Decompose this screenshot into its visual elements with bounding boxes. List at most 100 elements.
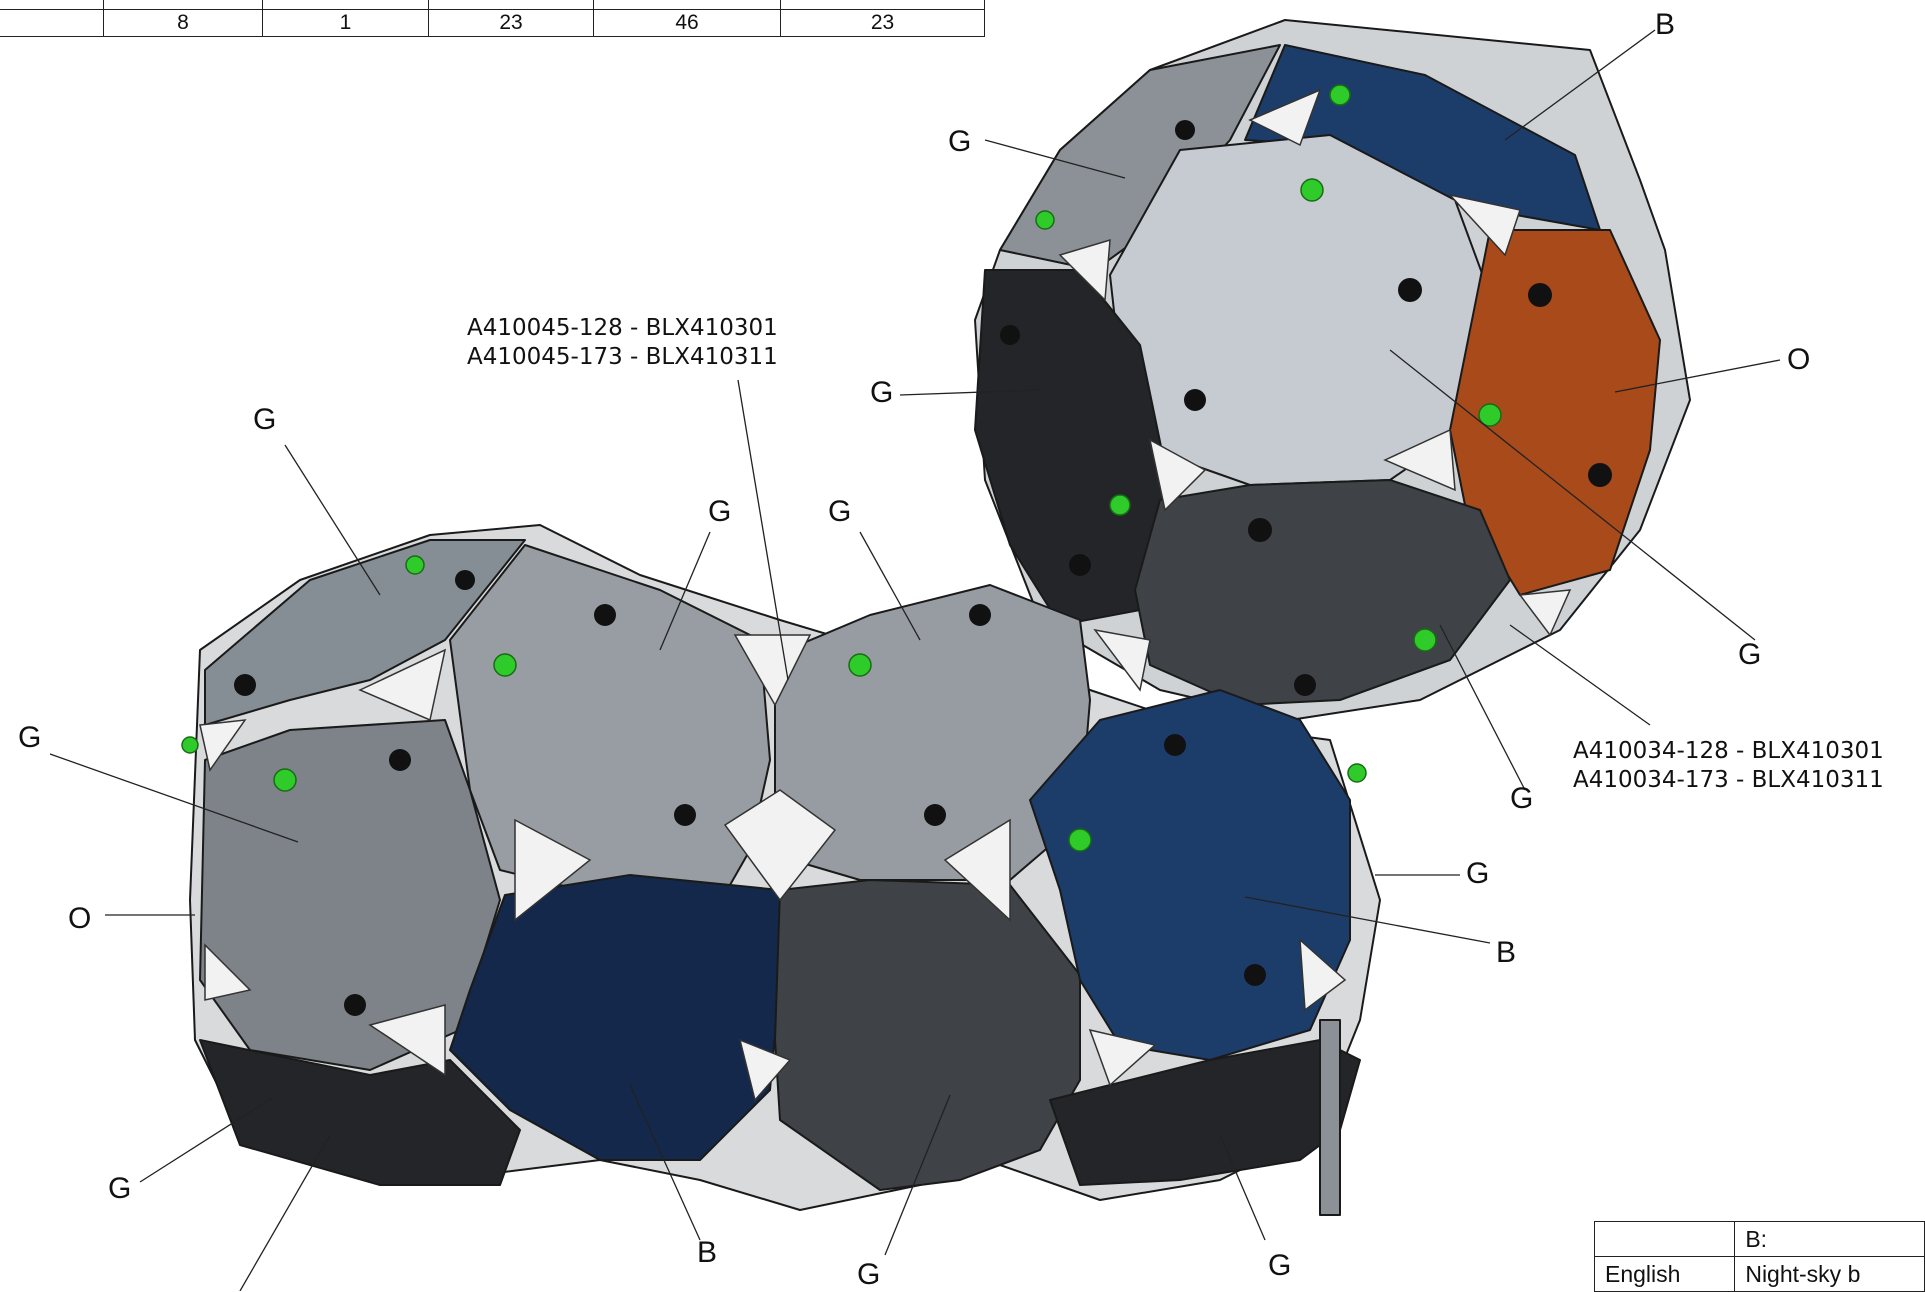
label-o: O [1787,343,1811,376]
leader-line [1509,624,1651,726]
label-g: G [108,1172,132,1205]
connector-plate [204,943,252,1001]
hold-black [389,749,411,771]
table-row: 8 1 23 46 23 [0,9,985,37]
label-g: G [948,125,972,158]
hold-black [1588,463,1612,487]
panel-ll-left [199,719,501,1071]
label-g: G [1738,638,1762,671]
connector-plate [1093,628,1151,692]
panel-upper-light [1109,134,1491,486]
hold-black [674,804,696,826]
hold-black [455,570,475,590]
table-cell: B: [1734,1221,1925,1257]
hold-green [1109,494,1131,516]
table-cell: Night-sky b [1734,1256,1925,1292]
connector-plate [1383,428,1456,492]
label-g: G [253,403,277,436]
panel-ll-grey-top [204,539,526,726]
label-g: G [1268,1249,1292,1282]
table-cell: English [1593,1256,1736,1292]
leader-line [1389,349,1756,641]
leader-line [239,1134,331,1291]
label-g: G [828,495,852,528]
table-cell: 46 [593,9,781,37]
table-cell: 23 [780,9,985,37]
part-number-line: A410034-173 - BLX410311 [1573,766,1884,793]
label-g: G [1466,857,1490,890]
hold-green [1347,763,1367,783]
connector-plate [1088,1028,1157,1087]
part-number-line: A410034-128 - BLX410301 [1573,738,1884,764]
hold-black [969,604,991,626]
leader-line [1219,1134,1266,1241]
panel-ll-darkgrey [774,879,1081,1191]
hold-black [1294,674,1316,696]
leader-line [1504,29,1656,141]
connector-plate [1518,589,1572,637]
hold-black [924,804,946,826]
hold-green [1329,84,1351,106]
label-g: G [857,1258,881,1291]
connector-plate [943,818,1011,922]
part-number-center: A410045-128 - BLX410301 A410045-173 - BL… [467,314,778,372]
connector-plate [514,818,592,922]
label-b: B [1496,936,1517,969]
hold-green [181,736,199,754]
hold-black [1528,283,1552,307]
hold-green [848,653,872,677]
leader-line [737,379,789,681]
hold-black [1184,389,1206,411]
part-number-line: A410045-128 - BLX410301 [467,315,778,341]
hold-green [1300,178,1324,202]
leader-line [984,139,1126,179]
hold-green [1035,210,1055,230]
hold-black [1175,120,1195,140]
connector-plate [368,1004,446,1077]
leader-line [139,1097,273,1183]
label-g: G [708,495,732,528]
leader-line [1614,359,1781,393]
leader-line [659,531,711,651]
connector-plate [733,634,812,707]
leader-line [899,389,1041,396]
hold-black [1069,554,1091,576]
leader-line [859,531,921,641]
hold-black [594,604,616,626]
hold-black [234,674,256,696]
connector-plate [1148,438,1207,512]
label-b: B [697,1236,718,1269]
panel-upper-orange [1449,229,1661,596]
hold-green [1478,403,1502,427]
hold-green [1068,828,1092,852]
connector-plate [358,648,447,722]
hold-black [1398,278,1422,302]
part-number-right: A410034-128 - BLX410301 A410034-173 - BL… [1573,737,1884,795]
connector-plate [723,789,837,902]
table-cell [1593,1221,1736,1257]
table-row: B: [1593,1221,1925,1257]
panel-ll-darkblue [449,874,781,1161]
panel-ll-light-1 [449,544,771,901]
hold-black [1244,964,1266,986]
hold-green [493,653,517,677]
hold-black [344,994,366,1016]
leader-line [284,444,381,596]
label-o: O [68,902,92,935]
leader-line [884,1094,951,1256]
hold-black [1248,518,1272,542]
support-post [1319,1019,1341,1216]
hold-black [1164,734,1186,756]
label-g: G [1510,782,1534,815]
top-quantity-table: 8 1 23 46 23 [0,0,985,37]
color-legend-table: B: English Night-sky b [1593,1221,1925,1292]
connector-plate [738,1038,792,1102]
leader-line [1244,896,1491,944]
label-g: G [18,721,42,754]
connector-plate [1299,938,1347,1012]
hold-green [405,555,425,575]
table-cell [0,9,104,37]
table-row: English Night-sky b [1593,1256,1925,1292]
connector-plate [1058,238,1111,302]
